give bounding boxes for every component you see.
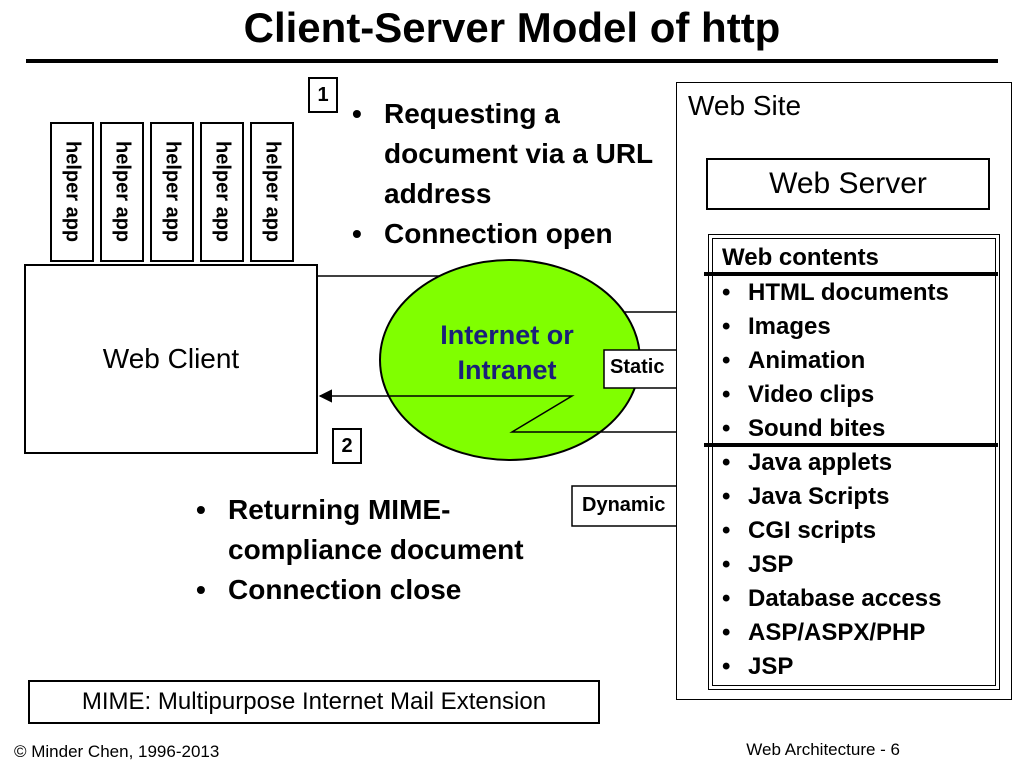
dynamic-content-item: JSP bbox=[714, 650, 949, 684]
web-server-label: Web Server bbox=[769, 167, 927, 200]
response-connector bbox=[318, 389, 708, 433]
web-server-box: Web Server bbox=[706, 158, 990, 210]
step-1-badge: 1 bbox=[308, 77, 338, 113]
step-2-item: Returning MIME-compliance document bbox=[184, 490, 604, 570]
static-label: Static bbox=[610, 356, 665, 378]
static-content-item: Animation bbox=[714, 344, 949, 378]
step-1-item: Connection open bbox=[340, 214, 680, 254]
dynamic-content-item: JSP bbox=[714, 548, 949, 582]
helper-app-5: helper app bbox=[250, 122, 294, 262]
web-client-box: Web Client bbox=[24, 264, 318, 454]
step-2-list: Returning MIME-compliance document Conne… bbox=[184, 490, 604, 610]
step-1-list: Requesting a document via a URL address … bbox=[340, 94, 680, 254]
helper-app-4: helper app bbox=[200, 122, 244, 262]
mime-definition-box: MIME: Multipurpose Internet Mail Extensi… bbox=[28, 680, 600, 724]
web-site-label: Web Site bbox=[688, 90, 802, 121]
network-label-line-1: Internet or bbox=[440, 320, 574, 350]
static-content-item: Images bbox=[714, 310, 949, 344]
network-label: Internet or Intranet bbox=[400, 318, 614, 388]
network-label-line-2: Intranet bbox=[457, 355, 557, 385]
footer-copyright: © Minder Chen, 1996-2013 bbox=[14, 742, 220, 761]
static-content-item: HTML documents bbox=[714, 276, 949, 310]
mime-definition-text: MIME: Multipurpose Internet Mail Extensi… bbox=[81, 688, 547, 715]
slide-title: Client-Server Model of http bbox=[243, 4, 781, 51]
dynamic-content-item: CGI scripts bbox=[714, 514, 949, 548]
step-2-item: Connection close bbox=[184, 570, 604, 610]
contents-separator-top bbox=[704, 272, 998, 276]
web-client-label: Web Client bbox=[102, 343, 240, 374]
helper-app-1: helper app bbox=[50, 122, 94, 262]
title-underline bbox=[26, 59, 998, 63]
footer-slide-number: Web Architecture - 6 bbox=[746, 740, 900, 759]
step-1-item: Requesting a document via a URL address bbox=[340, 94, 680, 214]
web-contents-heading: Web contents bbox=[722, 244, 879, 271]
web-contents-inner-border bbox=[712, 238, 996, 686]
static-content-item: Sound bites bbox=[714, 412, 949, 446]
step-2-badge: 2 bbox=[332, 428, 362, 464]
dynamic-content-item: Database access bbox=[714, 582, 949, 616]
helper-app-2: helper app bbox=[100, 122, 144, 262]
dynamic-content-item: Java Scripts bbox=[714, 480, 949, 514]
web-contents-list: HTML documents Images Animation Video cl… bbox=[714, 276, 949, 684]
dynamic-content-item: ASP/ASPX/PHP bbox=[714, 616, 949, 650]
helper-app-3: helper app bbox=[150, 122, 194, 262]
static-content-item: Video clips bbox=[714, 378, 949, 412]
dynamic-content-item: Java applets bbox=[714, 446, 949, 480]
